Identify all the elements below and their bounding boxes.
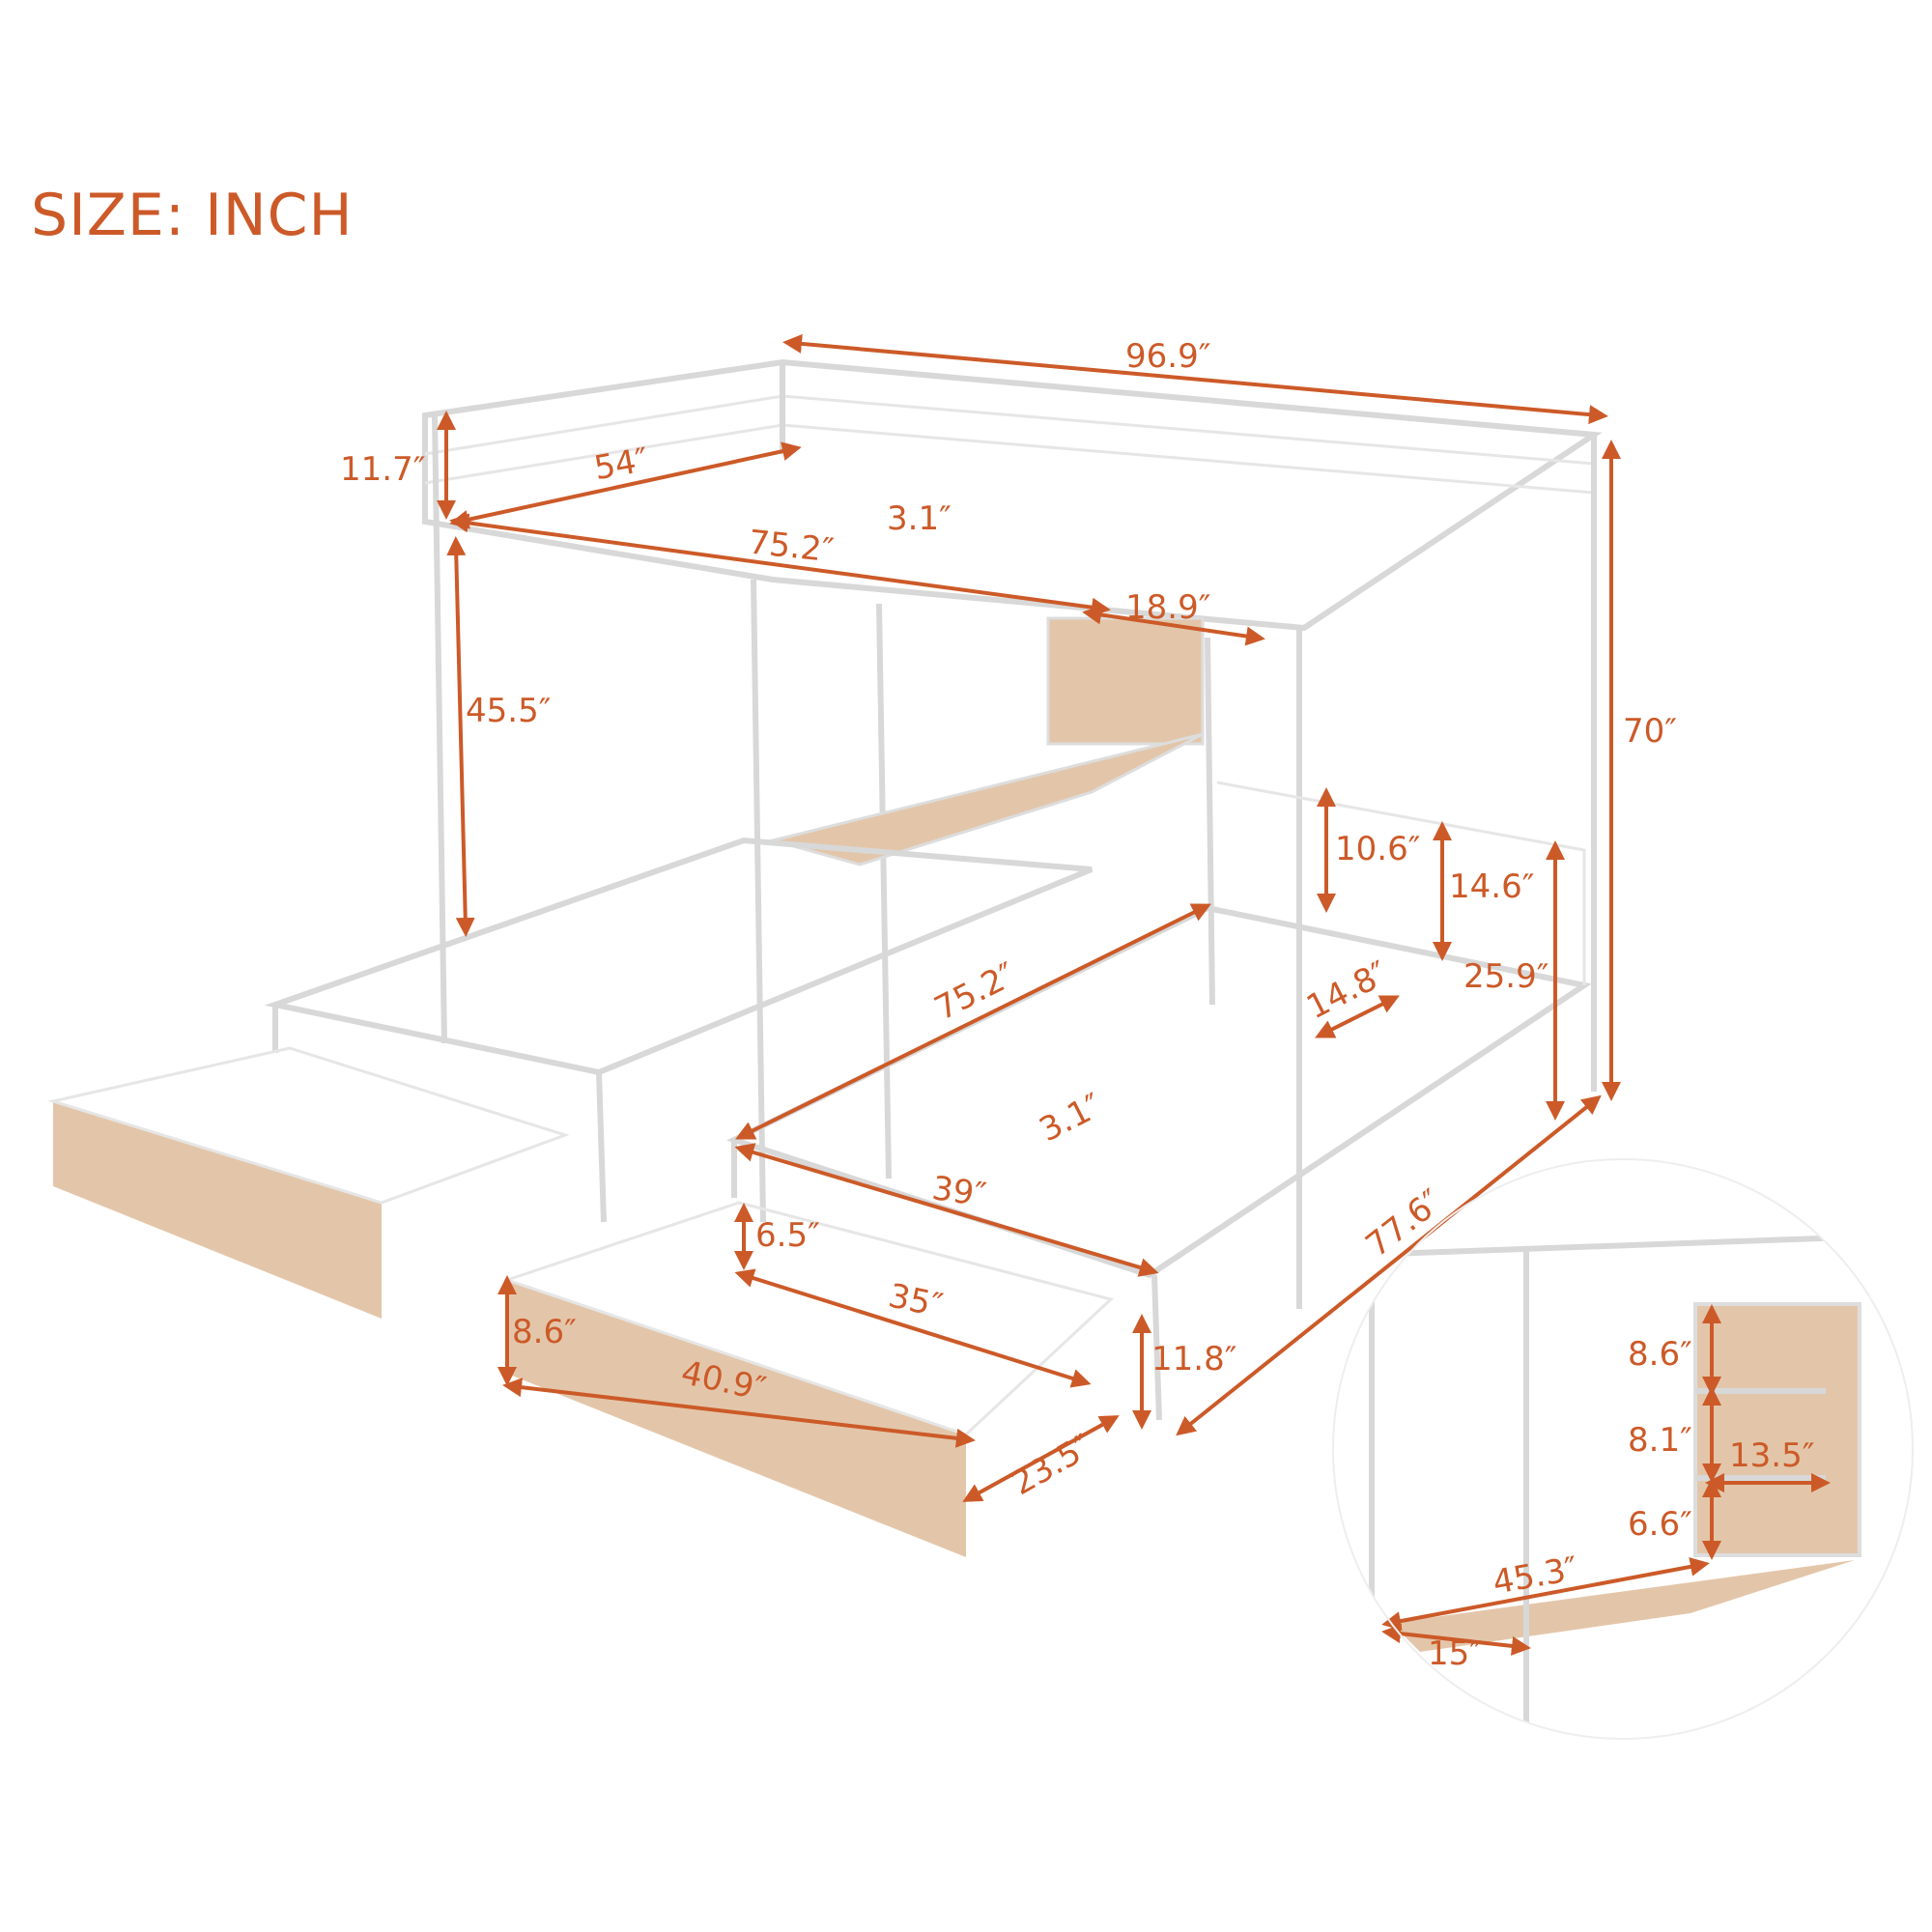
dim-top-bed-length: 75.2″: [747, 523, 836, 570]
drawer-left: [47, 1046, 570, 1319]
dim-floor-clearance: 11.8″: [1151, 1340, 1236, 1378]
drawer-right: [502, 1201, 1115, 1557]
dim-drawer-depth: 23.5″: [1006, 1427, 1099, 1503]
lower-left-bed: [264, 837, 1094, 1223]
dim-lower-bed-width: 39″: [929, 1169, 988, 1214]
dim-ladder-step: 10.6″: [1335, 830, 1420, 868]
inset-desk-depth: 15″: [1428, 1634, 1482, 1673]
shelf-inset: [1333, 1159, 1913, 1739]
inset-circle: [1332, 1158, 1914, 1740]
inset-shelf-bottom: 6.6″: [1628, 1505, 1692, 1544]
dimension-arrows: [437, 333, 1831, 1656]
inset-shelf-depth: 13.5″: [1729, 1436, 1814, 1475]
dim-lower-bed-length: 75.2″: [928, 955, 1022, 1029]
dim-lower-clearance: 45.5″: [466, 692, 551, 730]
size-unit-title: SIZE: INCH: [31, 182, 354, 249]
inset-shelf-mid: 8.1″: [1628, 1421, 1692, 1460]
dim-lower-rail-height: 25.9″: [1463, 957, 1548, 996]
dim-drawer-inner-height: 6.5″: [755, 1216, 820, 1255]
inset-shelf-top: 8.6″: [1628, 1335, 1692, 1374]
dim-top-guardrail-height: 11.7″: [340, 450, 425, 489]
dim-top-slat-gap: 3.1″: [887, 499, 952, 538]
dim-ladder-width: 14.8″: [1300, 954, 1394, 1028]
dim-drawer-inner-length: 35″: [885, 1276, 946, 1325]
dim-lower-guardrail: 14.6″: [1449, 867, 1534, 906]
dim-overall-length: 96.9″: [1125, 337, 1210, 376]
dim-overall-height: 70″: [1623, 712, 1677, 751]
dim-drawer-front-height: 8.6″: [512, 1313, 577, 1351]
dim-shelf-width: 18.9″: [1125, 588, 1210, 627]
dim-top-bed-width: 54″: [591, 440, 651, 488]
shelf-desk: [767, 616, 1205, 867]
dim-lower-slat-gap: 3.1″: [1034, 1086, 1109, 1150]
